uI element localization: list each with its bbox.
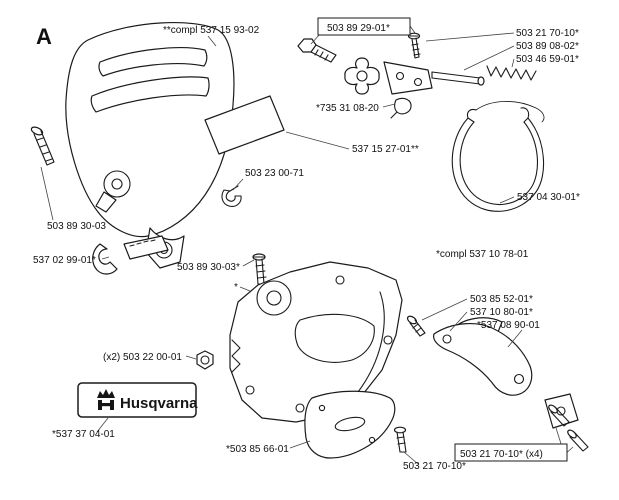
knob-bracket	[383, 61, 433, 95]
part-label: 503 46 59-01*	[516, 54, 579, 65]
lever-bolt	[406, 315, 426, 337]
part-label: 537 15 27-01**	[352, 144, 419, 155]
guard-pivot	[95, 170, 131, 213]
bottom-screw-center	[393, 426, 407, 453]
part-label: *	[234, 282, 238, 293]
part-label: 537 04 30-01*	[517, 192, 580, 203]
label-box-503-21-70-10-x4	[454, 443, 568, 462]
part-label: *503 85 66-01	[226, 444, 289, 455]
top-screw	[407, 32, 421, 59]
part-label: (x2) 503 22 00-01	[103, 352, 182, 363]
star-knob	[344, 57, 380, 95]
decal-plate	[204, 95, 285, 155]
part-label: *537 37 04-01	[52, 429, 115, 440]
part-label: **compl 537 15 93-02	[163, 25, 260, 36]
section-letter: A	[36, 24, 52, 49]
hex-nut	[196, 350, 214, 370]
hex-bolt	[297, 38, 337, 63]
lever-bracket	[544, 393, 579, 429]
husqvarna-logo-box: Husqvarna	[77, 382, 198, 418]
husqvarna-crown-icon	[97, 389, 115, 410]
bottom-screw-right-1	[548, 404, 570, 427]
part-label: 503 85 52-01*	[470, 294, 533, 305]
part-label: 503 89 30-03	[47, 221, 106, 232]
cover-screw	[252, 253, 267, 285]
label-box-503-89-29-01	[317, 17, 411, 36]
part-label: 503 21 70-10*	[516, 28, 579, 39]
part-label: 503 23 00-71	[245, 168, 304, 179]
part-label: *compl 537 10 78-01	[436, 249, 529, 260]
part-label: 503 89 30-03*	[177, 262, 240, 273]
guard-screw	[30, 126, 55, 166]
husqvarna-wordmark: Husqvarna	[120, 395, 198, 412]
brake-band	[451, 101, 545, 212]
coil-spring	[486, 65, 537, 81]
part-label: 503 89 29-01*	[327, 23, 390, 34]
guide-plate	[304, 390, 396, 459]
part-label: 503 21 70-10* (x4)	[460, 449, 543, 460]
part-label: *537 08 90-01	[477, 320, 540, 331]
hook-clip	[390, 97, 412, 119]
part-label: 537 10 80-01*	[470, 307, 533, 318]
part-label: 503 89 08-02*	[516, 41, 579, 52]
leader-lines	[40, 25, 574, 465]
rod-pin	[431, 71, 485, 86]
part-label: *735 31 08-20	[316, 103, 379, 114]
bottom-screw-right-2	[567, 429, 589, 452]
part-label: 503 21 70-10*	[403, 461, 466, 472]
retainer-clip	[221, 185, 242, 207]
brake-bar	[123, 235, 169, 260]
part-label: 537 02 99-01*	[33, 255, 96, 266]
brake-pawl	[92, 243, 118, 275]
brake-lever	[433, 317, 533, 396]
